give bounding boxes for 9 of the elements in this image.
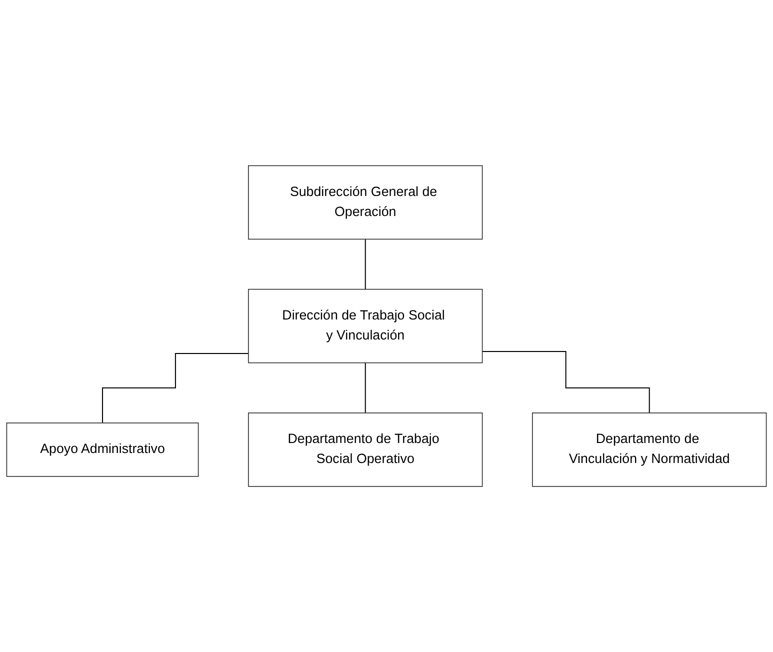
node-box: Departamento de Trabajo Social Operativo — [248, 412, 483, 487]
node-box: Subdirección General de Operación — [248, 165, 483, 240]
node-box: Departamento de Vinculación y Normatividad — [532, 412, 767, 487]
node-box: Apoyo Administrativo — [6, 422, 199, 477]
node-box: Dirección de Trabajo Social y Vinculación — [248, 288, 483, 364]
connector — [364, 362, 366, 414]
connector — [364, 238, 366, 290]
connector — [102, 353, 249, 424]
connector — [482, 350, 650, 414]
